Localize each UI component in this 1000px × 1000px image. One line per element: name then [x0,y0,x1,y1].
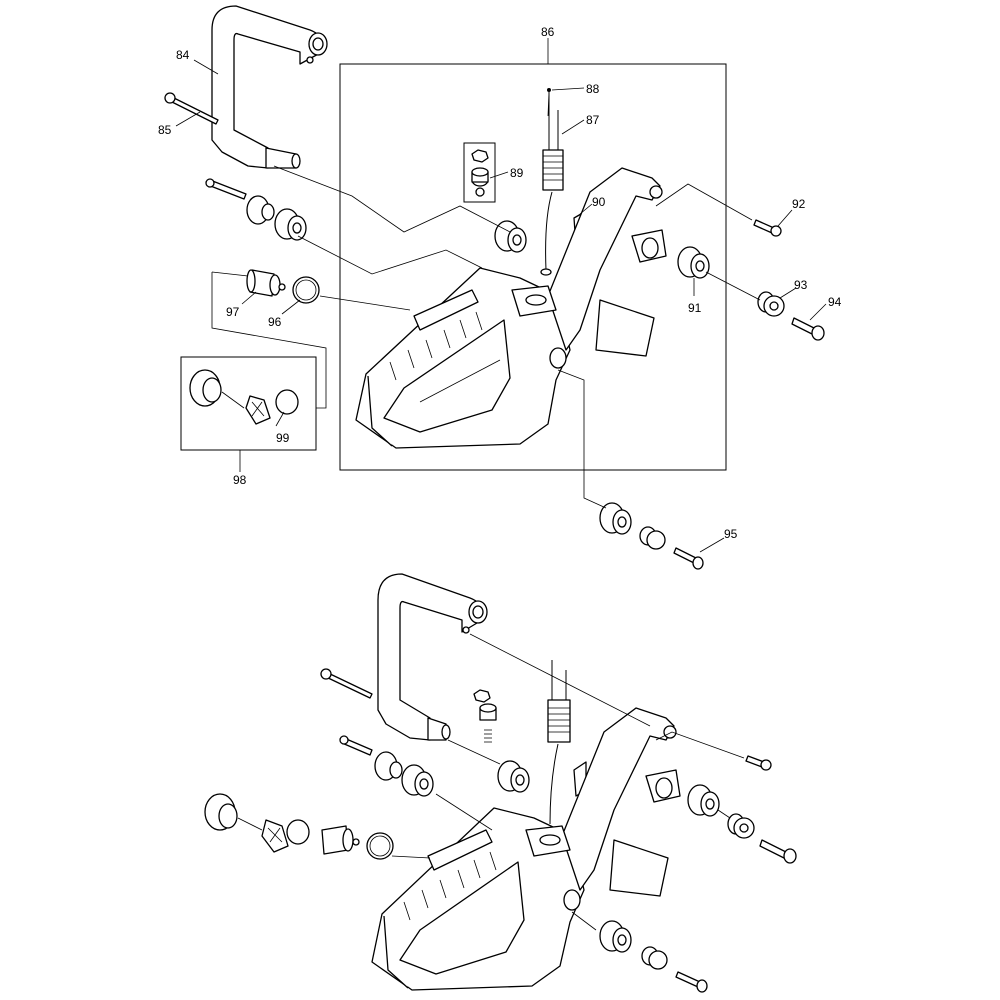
lower-collars-dampers [374,751,530,797]
lower-fuel-cap-kit [204,793,394,860]
collar-lower [639,526,666,550]
kit-98-frame [180,356,317,451]
label-84: 84 [176,48,190,62]
label-95: 95 [724,527,738,541]
assembly-86-frame [339,63,727,471]
label-92: 92 [792,197,806,211]
label-98: 98 [233,473,247,487]
throttle-cable-87 [540,110,564,276]
label-88: 88 [586,82,600,96]
screw-small-left [205,178,247,200]
label-86: 86 [541,25,555,39]
nut-89 [471,149,489,197]
gasket-99 [275,389,299,415]
screw-85 [164,92,219,125]
damper-91 [677,246,710,279]
lower-nut-spring [473,689,497,743]
label-94: 94 [828,295,842,309]
leader-lines-upper [211,91,761,509]
filter-97 [246,269,286,297]
label-97: 97 [226,305,240,319]
screw-95 [673,547,704,570]
fuel-cap [189,369,245,409]
damper-lower [599,502,632,535]
front-handle-84 [211,5,328,169]
kit-89-frame [463,142,496,203]
collar-93 [757,291,785,317]
rear-handle-body [355,167,667,449]
leader-lines-lower [391,633,745,931]
damper-upper-left [274,208,307,241]
lower-right-parts [599,755,797,993]
lower-rear-handle-body [371,707,681,991]
label-93: 93 [794,278,808,292]
label-85: 85 [158,123,172,137]
cap-strap [245,395,271,425]
label-99: 99 [276,431,290,445]
label-leaders [175,38,827,553]
throttle-rod-88 [547,88,551,160]
lower-screws-left [320,668,373,756]
clamp-96 [292,276,320,304]
label-90: 90 [592,195,606,209]
label-87: 87 [586,113,600,127]
collar-upper-left [246,195,275,225]
label-91: 91 [688,301,702,315]
lower-front-handle [377,573,488,741]
label-89: 89 [510,166,524,180]
damper-center [494,220,527,253]
bolt-94 [791,317,825,341]
label-96: 96 [268,315,282,329]
screw-92 [753,219,782,237]
